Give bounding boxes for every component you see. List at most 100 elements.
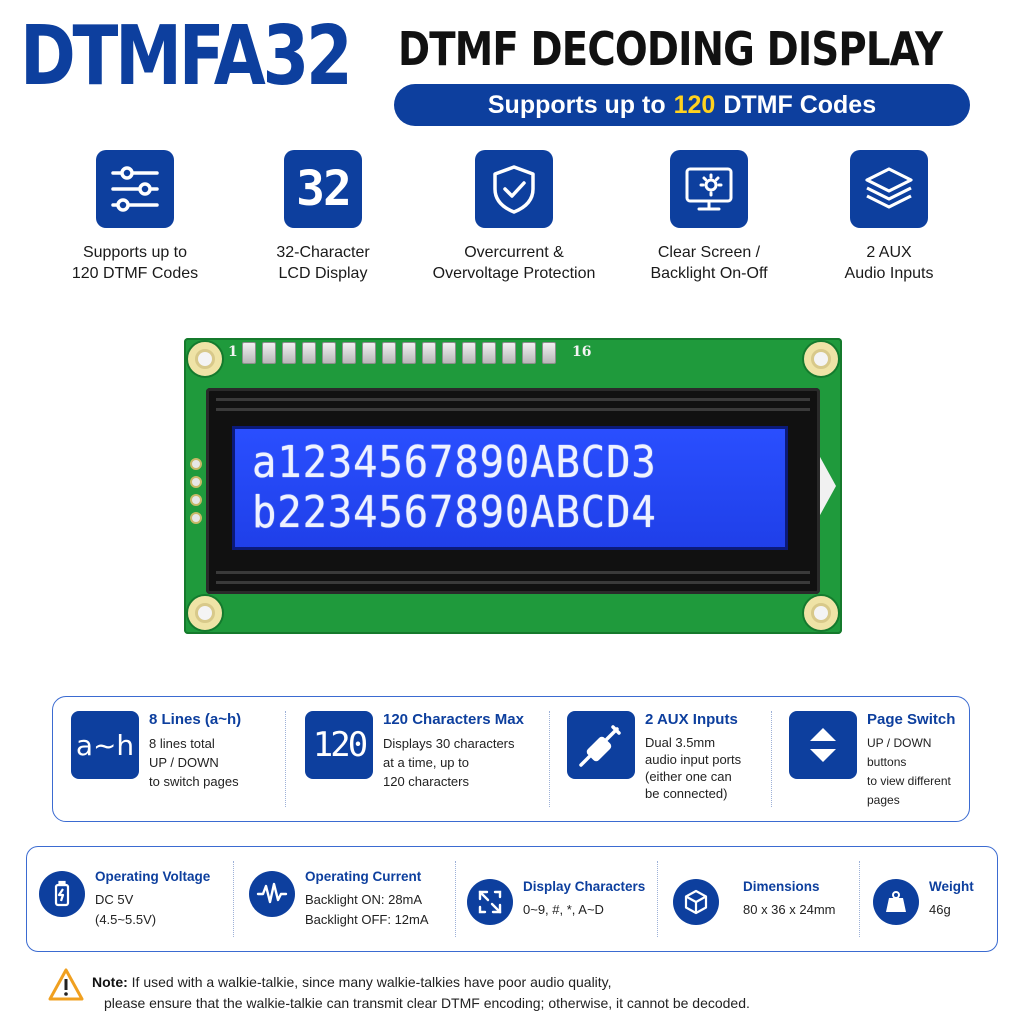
feature-line1: 32-Character — [276, 244, 370, 261]
tagline-suffix: DTMF Codes — [723, 90, 877, 119]
spec-line: to switch pages — [149, 774, 239, 789]
digits-120-icon: 120 — [305, 711, 373, 779]
mount-hole — [804, 342, 838, 376]
pin-label-first: 1 — [228, 344, 238, 360]
battery-icon — [39, 871, 85, 917]
aux-plug-icon — [567, 711, 635, 779]
lcd-module: 1 16 a1234567890ABCD3 b2234567890ABCD4 — [184, 338, 842, 634]
spec-line: at a time, up to — [383, 755, 469, 770]
feature-line1: Clear Screen / — [657, 244, 761, 261]
headline: DTMF DECODING DISPLAY — [398, 22, 943, 76]
cube-icon — [673, 879, 719, 925]
mount-hole — [804, 596, 838, 630]
spec-line: UP / DOWN buttons — [867, 736, 932, 769]
spec-page-switch: Page Switch UP / DOWN buttons to view di… — [789, 711, 969, 810]
digits-32-text: 32 — [296, 161, 352, 217]
divider — [859, 861, 860, 937]
lcd-line-2: b2234567890ABCD4 — [252, 487, 657, 538]
spec-line: 120 characters — [383, 774, 469, 789]
divider — [657, 861, 658, 937]
spec-characters: 120 120 Characters Max Displays 30 chara… — [305, 711, 524, 791]
spec-title: Dimensions — [743, 879, 820, 894]
header-pins — [242, 342, 556, 364]
spec-line: UP / DOWN — [149, 755, 219, 770]
spec-title: Operating Voltage — [95, 869, 211, 884]
spec-title: Page Switch — [867, 711, 956, 728]
spec-line: Displays 30 characters — [383, 736, 515, 751]
spec-dimensions: Dimensions 80 x 36 x 24mm — [673, 877, 836, 925]
tagline-pill: Supports up to 120 DTMF Codes — [394, 84, 970, 126]
spec-line: pages — [867, 793, 900, 807]
spec-panel-main: a~h 8 Lines (a~h) 8 lines total UP / DOW… — [52, 696, 970, 822]
a-h-text: a~h — [75, 728, 135, 762]
weight-icon — [873, 879, 919, 925]
spec-line: to view different — [867, 774, 951, 788]
spec-display-chars: Display Characters 0~9, #, *, A~D — [467, 877, 645, 925]
feature-line2: Overvoltage Protection — [432, 265, 596, 282]
spec-line: Backlight ON: 28mA — [305, 892, 423, 907]
feature-line2: 120 DTMF Codes — [71, 265, 199, 282]
waveform-icon — [249, 871, 295, 917]
layers-icon — [850, 150, 928, 228]
spec-line: 8 lines total — [149, 736, 215, 751]
feature-32-char: 32 32-Character LCD Display — [228, 150, 418, 284]
spec-title: Display Characters — [523, 879, 646, 894]
divider — [771, 711, 772, 807]
spec-lines: a~h 8 Lines (a~h) 8 lines total UP / DOW… — [71, 711, 241, 791]
spec-line: 80 x 36 x 24mm — [743, 902, 836, 917]
feature-line1: 2 AUX — [866, 244, 912, 261]
spec-title: 120 Characters Max — [383, 711, 524, 728]
feature-line2: Audio Inputs — [844, 265, 934, 282]
note-text-2: please ensure that the walkie-talkie can… — [104, 995, 750, 1011]
spec-aux: 2 AUX Inputs Dual 3.5mm audio input port… — [567, 711, 741, 802]
feature-line1: Overcurrent & — [464, 244, 564, 261]
spec-line: be connected) — [645, 786, 728, 801]
pin-label-last: 16 — [572, 344, 592, 360]
mount-hole — [188, 342, 222, 376]
note-text-1: If used with a walkie-talkie, since many… — [131, 974, 612, 990]
feature-dtmf-codes: Supports up to 120 DTMF Codes — [40, 150, 230, 284]
spec-title: 8 Lines (a~h) — [149, 711, 242, 728]
divider — [285, 711, 286, 807]
divider — [233, 861, 234, 937]
spec-panel-electrical: Operating Voltage DC 5V (4.5~5.5V) Opera… — [26, 846, 998, 952]
feature-protection: Overcurrent & Overvoltage Protection — [419, 150, 609, 284]
feature-backlight: Clear Screen / Backlight On-Off — [614, 150, 804, 284]
brand-title: DTMFA32 — [20, 9, 353, 104]
divider — [455, 861, 456, 937]
spec-line: Backlight OFF: 12mA — [305, 912, 429, 927]
warning-icon — [48, 968, 84, 1008]
side-pads — [190, 458, 202, 524]
spec-weight: Weight 46g — [873, 877, 974, 925]
note-label: Note: — [92, 974, 128, 990]
feature-line1: Supports up to — [82, 244, 188, 261]
spec-title: Weight — [929, 879, 974, 894]
a-h-icon: a~h — [71, 711, 139, 779]
feature-line2: LCD Display — [278, 265, 368, 282]
feature-aux: 2 AUX Audio Inputs — [794, 150, 984, 284]
spec-line: (4.5~5.5V) — [95, 912, 157, 927]
divider — [549, 711, 550, 807]
feature-line2: Backlight On-Off — [650, 265, 768, 282]
up-down-icon — [789, 711, 857, 779]
monitor-backlight-icon — [670, 150, 748, 228]
spec-line: 46g — [929, 902, 951, 917]
spec-title: Operating Current — [305, 869, 422, 884]
tagline-prefix: Supports up to — [487, 90, 666, 119]
spec-line: Dual 3.5mm — [645, 735, 716, 750]
spec-line: 0~9, #, *, A~D — [523, 902, 604, 917]
note-line-1: Note: If used with a walkie-talkie, sinc… — [92, 972, 612, 993]
lcd-screen: a1234567890ABCD3 b2234567890ABCD4 — [232, 426, 788, 550]
digits-32-icon: 32 — [284, 150, 362, 228]
spec-line: (either one can — [645, 769, 732, 784]
shield-check-icon — [475, 150, 553, 228]
tagline-number: 120 — [673, 90, 716, 119]
expand-icon — [467, 879, 513, 925]
spec-title: 2 AUX Inputs — [645, 711, 738, 728]
lcd-bezel: a1234567890ABCD3 b2234567890ABCD4 — [206, 388, 820, 594]
spec-line: audio input ports — [645, 752, 742, 767]
mount-hole — [188, 596, 222, 630]
lcd-line-1: a1234567890ABCD3 — [252, 437, 657, 488]
spec-voltage: Operating Voltage DC 5V (4.5~5.5V) — [39, 869, 210, 930]
spec-current: Operating Current Backlight ON: 28mA Bac… — [249, 869, 429, 930]
